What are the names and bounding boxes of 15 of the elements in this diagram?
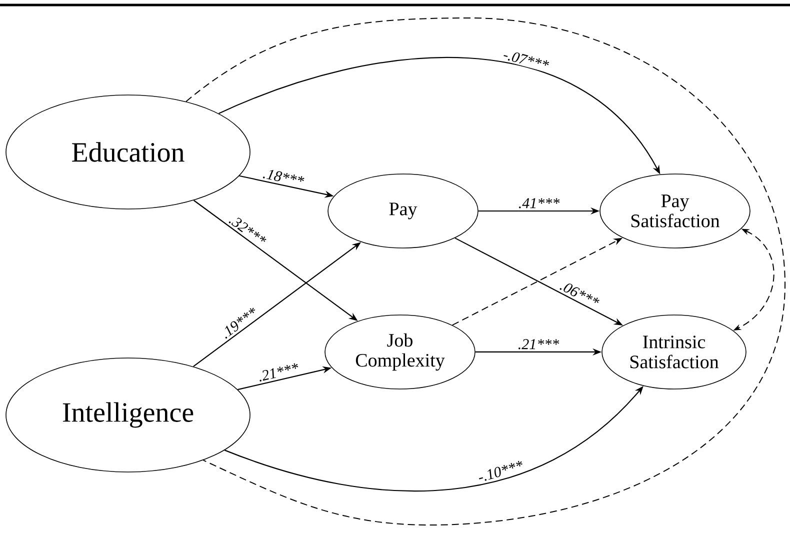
edge-label: -.07*** bbox=[500, 47, 552, 73]
ellipse-node: Pay Satisfaction bbox=[600, 174, 750, 248]
edge-label: .41*** bbox=[516, 196, 562, 210]
connector-line bbox=[186, 18, 786, 526]
edge-label: -.10*** bbox=[474, 458, 526, 484]
ellipse-node: Pay bbox=[328, 174, 478, 248]
edge-label: .21*** bbox=[255, 360, 302, 384]
edge-label: .18*** bbox=[260, 166, 306, 188]
ellipse-node: Education bbox=[6, 94, 250, 210]
ellipse-node: Intelligence bbox=[6, 358, 250, 472]
ellipse-node: Job Complexity bbox=[324, 314, 476, 390]
edge-label: .32*** bbox=[226, 212, 270, 249]
edge-label: .06*** bbox=[556, 278, 602, 310]
edge-label: .21*** bbox=[516, 338, 561, 351]
ellipse-node: Intrinsic Satisfaction bbox=[602, 314, 746, 390]
